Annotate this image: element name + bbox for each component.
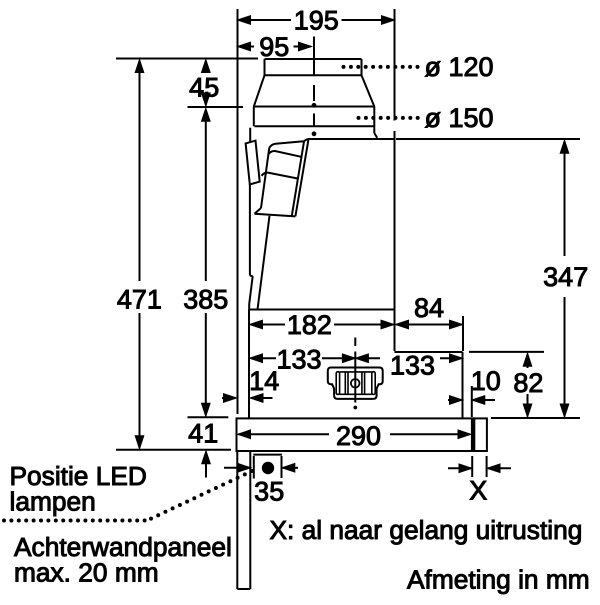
svg-text:95: 95: [259, 32, 289, 62]
svg-text:82: 82: [513, 368, 543, 398]
svg-text:471: 471: [117, 284, 162, 314]
svg-text:182: 182: [287, 310, 332, 340]
svg-text:ø 150: ø 150: [425, 103, 494, 133]
svg-text:41: 41: [188, 418, 218, 448]
svg-text:Afmeting in mm: Afmeting in mm: [407, 565, 590, 595]
svg-text:X: X: [469, 475, 487, 505]
svg-text:Achterwandpaneel: Achterwandpaneel: [14, 532, 232, 562]
svg-text:14: 14: [249, 366, 279, 396]
svg-text:lampen: lampen: [10, 486, 96, 516]
svg-text:Positie LED: Positie LED: [10, 461, 147, 491]
svg-text:ø 120: ø 120: [425, 52, 494, 82]
svg-text:45: 45: [189, 72, 219, 102]
svg-text:84: 84: [414, 293, 444, 323]
svg-text:X: al naar gelang uitrusting: X: al naar gelang uitrusting: [270, 515, 583, 545]
svg-text:290: 290: [336, 421, 381, 451]
svg-text:133: 133: [390, 350, 435, 380]
svg-text:347: 347: [543, 262, 588, 292]
svg-text:10: 10: [471, 366, 501, 396]
svg-text:133: 133: [276, 345, 321, 375]
svg-text:195: 195: [294, 6, 339, 36]
svg-text:385: 385: [183, 284, 228, 314]
svg-text:35: 35: [254, 477, 284, 507]
svg-text:max. 20 mm: max. 20 mm: [14, 557, 159, 587]
